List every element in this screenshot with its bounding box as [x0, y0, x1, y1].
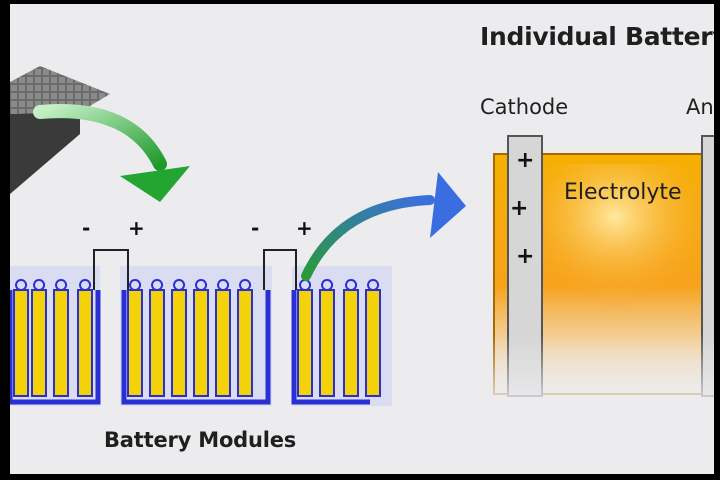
green-arrow-icon	[33, 104, 190, 202]
cathode-plus-2: +	[510, 196, 529, 221]
cathode-plus-1: +	[516, 148, 535, 173]
battery-diagram	[10, 66, 714, 414]
individual-battery-title: Individual Battery	[480, 22, 714, 51]
minus-sign-2: -	[251, 216, 260, 240]
cathode-label: Cathode	[480, 95, 569, 119]
plus-sign-1: +	[128, 216, 145, 240]
battery-pack-image	[10, 66, 110, 194]
battery-modules	[10, 249, 392, 406]
plus-sign-2: +	[296, 216, 313, 240]
battery-modules-label: Battery Modules	[104, 428, 297, 452]
electrolyte-label: Electrolyte	[564, 180, 682, 205]
minus-sign-1: -	[82, 216, 91, 240]
blue-arrow-icon	[301, 172, 466, 281]
anode-label: An	[686, 95, 714, 119]
battery-cell	[480, 135, 714, 414]
diagram-panel: Individual Battery Cathode An Electrolyt…	[10, 4, 714, 474]
cathode-plus-3: +	[516, 244, 535, 269]
